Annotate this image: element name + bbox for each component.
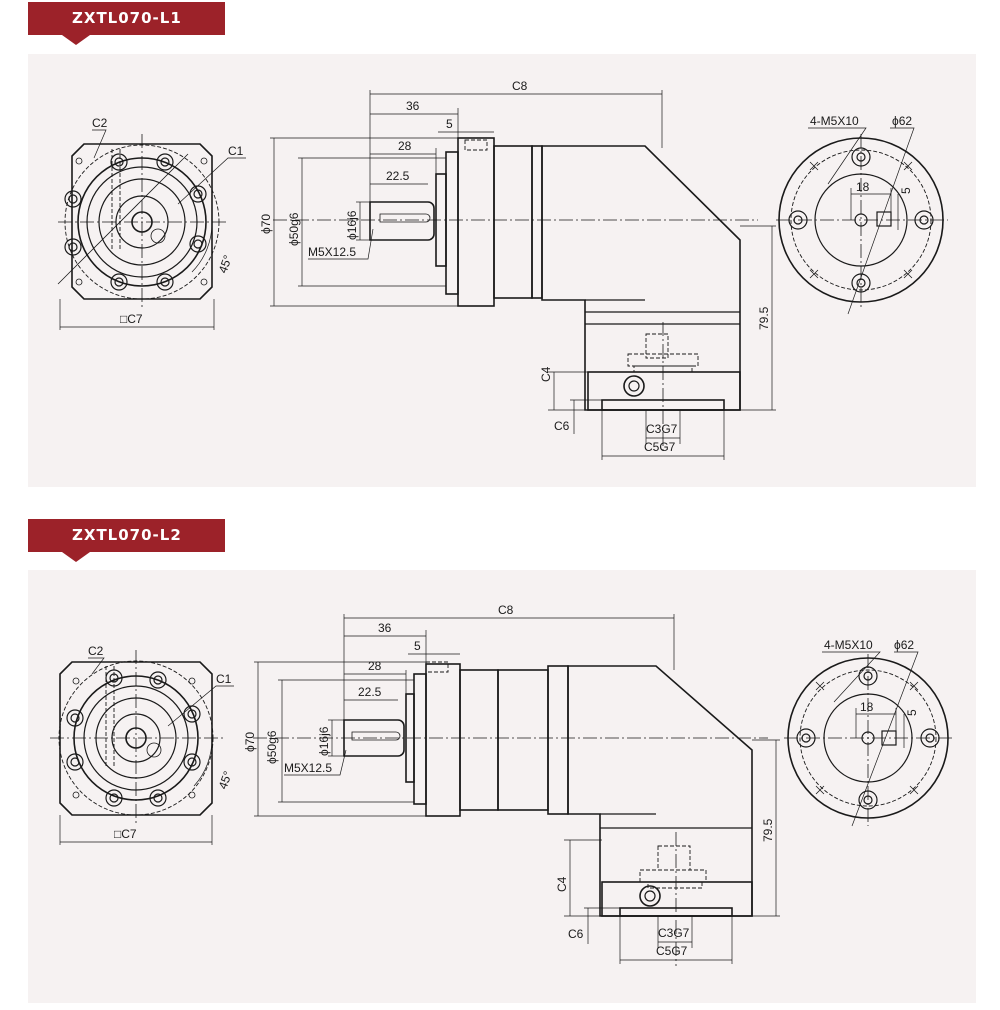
label-79-5: 79.5 xyxy=(761,818,775,842)
label-36: 36 xyxy=(378,621,392,635)
flange-front-view xyxy=(57,129,246,330)
label-79-5: 79.5 xyxy=(757,306,771,330)
label-angle: 45° xyxy=(216,253,235,275)
bolt-holes xyxy=(64,153,208,291)
label-phi62: ϕ62 xyxy=(892,114,912,128)
label-phi50g6: ϕ50g6 xyxy=(287,212,301,246)
label-c2: C2 xyxy=(92,116,108,130)
label-phi70: ϕ70 xyxy=(259,214,273,234)
label-18: 18 xyxy=(860,700,874,714)
bolt-holes xyxy=(66,669,201,807)
label-5-right: 5 xyxy=(899,187,913,194)
label-4-m5x10: 4-M5X10 xyxy=(810,114,859,128)
label-22-5: 22.5 xyxy=(386,169,410,183)
label-c3g7: C3G7 xyxy=(658,926,690,940)
label-5: 5 xyxy=(414,639,421,653)
label-phi50g6: ϕ50g6 xyxy=(265,730,279,764)
drawing-panel-l1: C2 C1 45° □C7 xyxy=(28,54,976,487)
label-c6: C6 xyxy=(554,419,570,433)
technical-drawing-l1: C2 C1 45° □C7 xyxy=(57,79,948,460)
label-28: 28 xyxy=(368,659,382,673)
label-phi70: ϕ70 xyxy=(243,732,257,752)
gearbox-side-view xyxy=(253,614,780,966)
label-c8: C8 xyxy=(512,79,528,93)
label-5: 5 xyxy=(446,117,453,131)
label-phi16j6: ϕ16j6 xyxy=(317,726,331,756)
label-phi62: ϕ62 xyxy=(894,638,914,652)
label-c4: C4 xyxy=(539,366,553,382)
label-m5x12-5: M5X12.5 xyxy=(308,245,356,259)
label-5-right: 5 xyxy=(905,709,919,716)
label-c7: □C7 xyxy=(114,827,137,841)
section-title-l1: ZXTL070-L1 xyxy=(28,2,225,45)
drawing-panel-l2: C2 C1 45° □C7 xyxy=(28,570,976,1003)
label-18: 18 xyxy=(856,180,870,194)
label-c3g7: C3G7 xyxy=(646,422,678,436)
label-c5g7: C5G7 xyxy=(656,944,688,958)
technical-drawing-l2: C2 C1 45° □C7 xyxy=(50,603,954,966)
label-36: 36 xyxy=(406,99,420,113)
label-c7: □C7 xyxy=(120,312,143,326)
output-end-view xyxy=(776,127,948,315)
label-c8: C8 xyxy=(498,603,514,617)
flange-front-view xyxy=(50,650,234,845)
label-c4: C4 xyxy=(555,876,569,892)
label-c1: C1 xyxy=(216,672,232,686)
label-28: 28 xyxy=(398,139,412,153)
label-m5x12-5: M5X12.5 xyxy=(284,761,332,775)
label-c2: C2 xyxy=(88,644,104,658)
output-end-view xyxy=(784,651,954,827)
label-c5g7: C5G7 xyxy=(644,440,676,454)
label-22-5: 22.5 xyxy=(358,685,382,699)
label-angle: 45° xyxy=(216,769,235,791)
label-4-m5x10: 4-M5X10 xyxy=(824,638,873,652)
label-phi16j6: ϕ16j6 xyxy=(345,210,359,240)
label-c6: C6 xyxy=(568,927,584,941)
label-c1: C1 xyxy=(228,144,244,158)
section-title-l2: ZXTL070-L2 xyxy=(28,519,225,562)
gearbox-side-view xyxy=(270,90,776,460)
